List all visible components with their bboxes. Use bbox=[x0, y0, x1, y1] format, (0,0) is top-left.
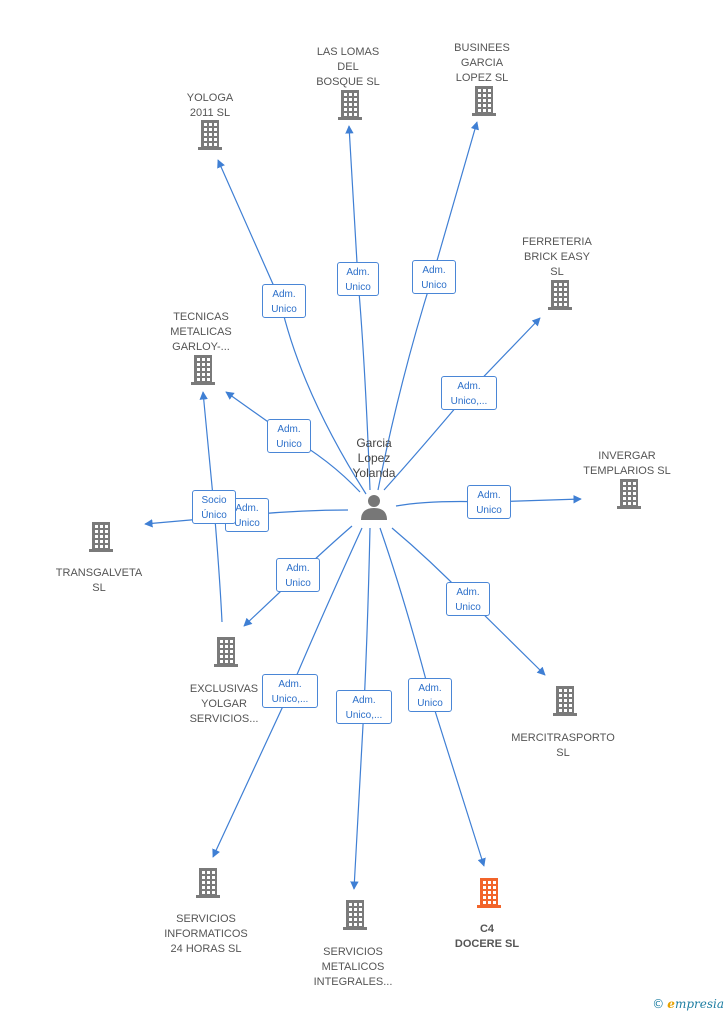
relation-label-servicios-informaticos[interactable]: Adm. Unico,... bbox=[262, 674, 318, 708]
company-label-tecnicas[interactable]: TECNICAS METALICAS GARLOY-... bbox=[170, 311, 232, 353]
relation-label-invergar[interactable]: Adm. Unico bbox=[467, 485, 511, 519]
relation-label-c4-docere[interactable]: Adm. Unico bbox=[408, 678, 452, 712]
company-label-servicios-informaticos[interactable]: SERVICIOS INFORMATICOS 24 HORAS SL bbox=[164, 913, 248, 955]
building-icon-invergar[interactable] bbox=[617, 479, 641, 509]
relation-label-mercitrasporto[interactable]: Adm. Unico bbox=[446, 582, 490, 616]
building-icon-yologa[interactable] bbox=[198, 120, 222, 150]
copyright-symbol: © bbox=[652, 997, 665, 1011]
relation-label-tecnicas[interactable]: Adm. Unico bbox=[267, 419, 311, 453]
building-icon-las-lomas[interactable] bbox=[338, 90, 362, 120]
relation-label-servicios-metalicos[interactable]: Adm. Unico,... bbox=[336, 690, 392, 724]
person-icon[interactable] bbox=[361, 495, 387, 520]
company-label-mercitrasporto[interactable]: MERCITRASPORTO SL bbox=[511, 732, 615, 759]
company-label-exclusivas[interactable]: EXCLUSIVAS YOLGAR SERVICIOS... bbox=[189, 683, 259, 725]
relation-label-yologa[interactable]: Adm. Unico bbox=[262, 284, 306, 318]
building-icon-servicios-informaticos[interactable] bbox=[196, 868, 220, 898]
building-icon-businees[interactable] bbox=[472, 86, 496, 116]
relation-label-las-lomas[interactable]: Adm. Unico bbox=[337, 262, 379, 296]
relation-label-tecnicas-socio[interactable]: Socio Único bbox=[192, 490, 236, 524]
person-name-label[interactable]: Garcia Lopez Yolanda bbox=[352, 436, 396, 480]
building-icon-tecnicas[interactable] bbox=[191, 355, 215, 385]
company-label-ferreteria[interactable]: FERRETERIA BRICK EASY SL bbox=[522, 236, 592, 278]
company-label-servicios-metalicos[interactable]: SERVICIOS METALICOS INTEGRALES... bbox=[313, 946, 393, 988]
company-label-c4-docere[interactable]: C4 DOCERE SL bbox=[454, 923, 520, 950]
building-icon-ferreteria[interactable] bbox=[548, 280, 572, 310]
edge-businees bbox=[377, 121, 479, 491]
company-label-las-lomas[interactable]: LAS LOMAS DEL BOSQUE SL bbox=[316, 46, 380, 88]
icons-layer bbox=[89, 86, 641, 930]
building-icon-c4-docere[interactable] bbox=[477, 878, 501, 908]
brand-initial: e bbox=[667, 997, 675, 1011]
building-icon-transgalveta[interactable] bbox=[89, 522, 113, 552]
building-icon-servicios-metalicos[interactable] bbox=[343, 900, 367, 930]
brand-name: mpresia bbox=[674, 997, 724, 1011]
relation-label-exclusivas[interactable]: Adm. Unico bbox=[276, 558, 320, 592]
company-label-yologa[interactable]: YOLOGA 2011 SL bbox=[186, 92, 234, 119]
empresia-logo[interactable]: ©empresia bbox=[652, 997, 724, 1011]
building-icon-mercitrasporto[interactable] bbox=[553, 686, 577, 716]
relation-label-ferreteria[interactable]: Adm. Unico,... bbox=[441, 376, 497, 410]
company-label-transgalveta[interactable]: TRANSGALVETA SL bbox=[55, 567, 143, 594]
relation-label-businees[interactable]: Adm. Unico bbox=[412, 260, 456, 294]
building-icon-exclusivas[interactable] bbox=[214, 637, 238, 667]
company-label-invergar[interactable]: INVERGAR TEMPLARIOS SL bbox=[583, 450, 671, 477]
company-label-businees[interactable]: BUSINEES GARCIA LOPEZ SL bbox=[454, 42, 510, 84]
